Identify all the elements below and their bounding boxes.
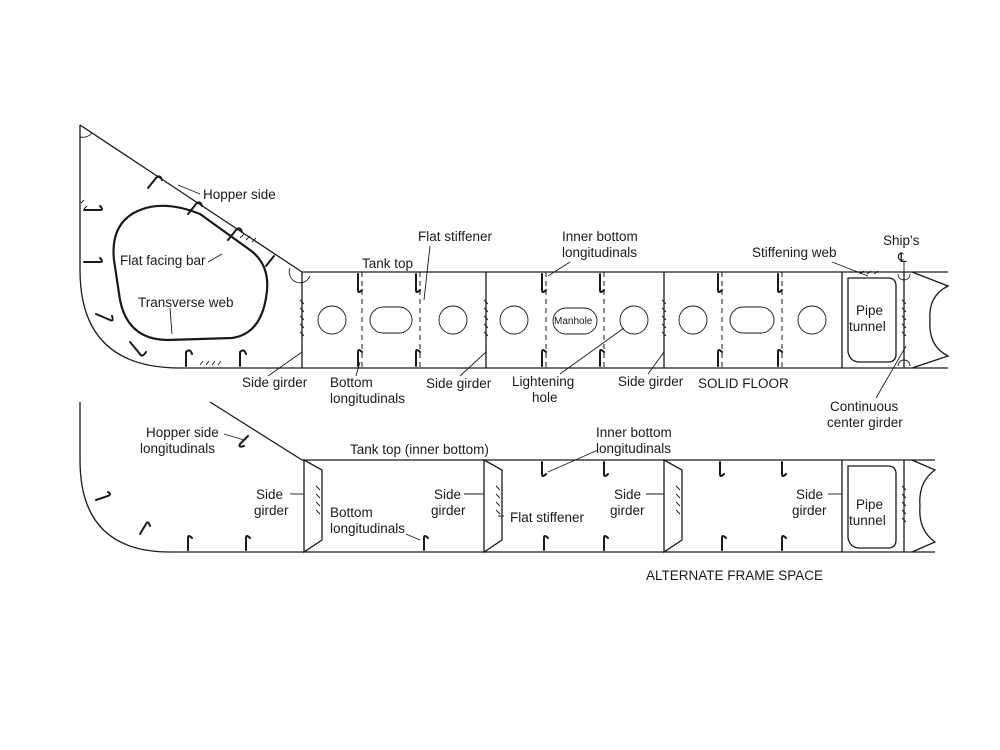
lightening-holes [317, 305, 827, 335]
label-alt-side-girder-2a: Side [434, 487, 461, 502]
label-centerline-symbol: ℄ [897, 250, 907, 265]
label-alt-bottom-long-1: Bottom [330, 505, 373, 520]
label-alt-side-girder-4b: girder [792, 503, 827, 518]
alternate-frame-labels: Hopper side longitudinals Tank top (inne… [140, 425, 886, 583]
center-girder-air [897, 273, 911, 281]
label-flat-facing-bar: Flat facing bar [120, 253, 206, 268]
label-alt-pipe-tunnel-2: tunnel [849, 513, 886, 528]
label-alt-side-girder-2b: girder [431, 503, 466, 518]
label-tank-top-inner-bottom: Tank top (inner bottom) [350, 442, 489, 457]
label-alt-inner-bottom-2: longitudinals [596, 441, 671, 456]
manhole [552, 307, 598, 335]
bottom-shell-plating-2 [79, 402, 935, 553]
label-solid-floor-title: SOLID FLOOR [698, 376, 789, 391]
label-tank-top: Tank top [362, 256, 413, 271]
pipe-tunnel-2 [847, 465, 897, 549]
alternate-frame-structure [79, 401, 937, 554]
label-lightening-1: Lightening [512, 374, 574, 389]
label-bottom-long-1: Bottom [330, 375, 373, 390]
label-continuous-2: center girder [827, 415, 903, 430]
bracket-outline [911, 271, 950, 369]
hopper-hatch-marks [80, 199, 257, 366]
label-alternate-frame-title: ALTERNATE FRAME SPACE [646, 568, 823, 583]
bottom-shell-plating [79, 125, 948, 369]
label-side-girder-2: Side girder [426, 376, 492, 391]
hopper-corner-arc [79, 132, 93, 138]
label-stiffening-web: Stiffening web [752, 245, 837, 260]
side-girder-bracket-2 [483, 458, 503, 554]
bracket-1-hatch [315, 485, 321, 515]
side-girder-2-stiffener [483, 299, 489, 337]
hopper-and-tank-top-2 [209, 401, 935, 461]
solid-floor-leaders [169, 184, 907, 399]
inner-bottom-longitudinals [357, 273, 783, 293]
label-side-girder-1: Side girder [242, 375, 308, 390]
label-ships: Ship's [883, 233, 920, 248]
label-alt-flat-stiffener: Flat stiffener [510, 510, 585, 525]
center-girder-stiffener [901, 299, 907, 337]
bracket-outline-2 [911, 459, 937, 553]
label-hopper-side-long-2: longitudinals [140, 441, 215, 456]
bracket-2-hatch [495, 485, 501, 515]
alternate-frame-leaders [223, 433, 842, 541]
label-alt-pipe-tunnel-1: Pipe [856, 497, 883, 512]
hopper-side-stiffeners [83, 175, 275, 367]
center-girder-2-hatch [901, 485, 907, 523]
label-inner-bottom-1: Inner bottom [562, 229, 638, 244]
label-pipe-tunnel-2: tunnel [849, 319, 886, 334]
label-flat-stiffener: Flat stiffener [418, 229, 493, 244]
pipe-tunnel [847, 277, 897, 363]
label-bottom-long-2: longitudinals [330, 391, 405, 406]
solid-floor-structure [79, 124, 950, 369]
knuckle-arc [288, 267, 311, 284]
bracket-3-hatch [675, 485, 681, 515]
label-hopper-side: Hopper side [203, 187, 276, 202]
label-pipe-tunnel-1: Pipe [856, 303, 883, 318]
label-alt-side-girder-3b: girder [610, 503, 645, 518]
label-alt-bottom-long-2: longitudinals [330, 521, 405, 536]
label-transverse-web: Transverse web [138, 295, 234, 310]
side-girder-1-stiffener [299, 299, 305, 337]
side-girder-3-stiffener [661, 299, 667, 337]
label-manhole: Manhole [554, 316, 593, 327]
bottom-longitudinals [357, 349, 783, 367]
label-alt-inner-bottom-1: Inner bottom [596, 425, 672, 440]
transverse-web-cutout [112, 204, 269, 342]
center-girder-drain [897, 359, 911, 367]
alt-bottom-longitudinals [95, 491, 787, 551]
side-girder-bracket-3 [663, 458, 683, 554]
label-hopper-side-long-1: Hopper side [146, 425, 219, 440]
label-alt-side-girder-3a: Side [614, 487, 641, 502]
label-lightening-2: hole [532, 390, 558, 405]
alt-inner-bottom-longitudinals [238, 435, 787, 477]
label-alt-side-girder-1b: girder [254, 503, 289, 518]
side-girder-bracket-1 [303, 458, 323, 554]
label-alt-side-girder-4a: Side [796, 487, 823, 502]
label-inner-bottom-2: longitudinals [562, 245, 637, 260]
solid-floor-labels: Hopper side Flat facing bar Transverse w… [120, 187, 920, 430]
label-continuous-1: Continuous [830, 399, 899, 414]
label-alt-side-girder-1a: Side [256, 487, 283, 502]
label-side-girder-3: Side girder [618, 374, 684, 389]
